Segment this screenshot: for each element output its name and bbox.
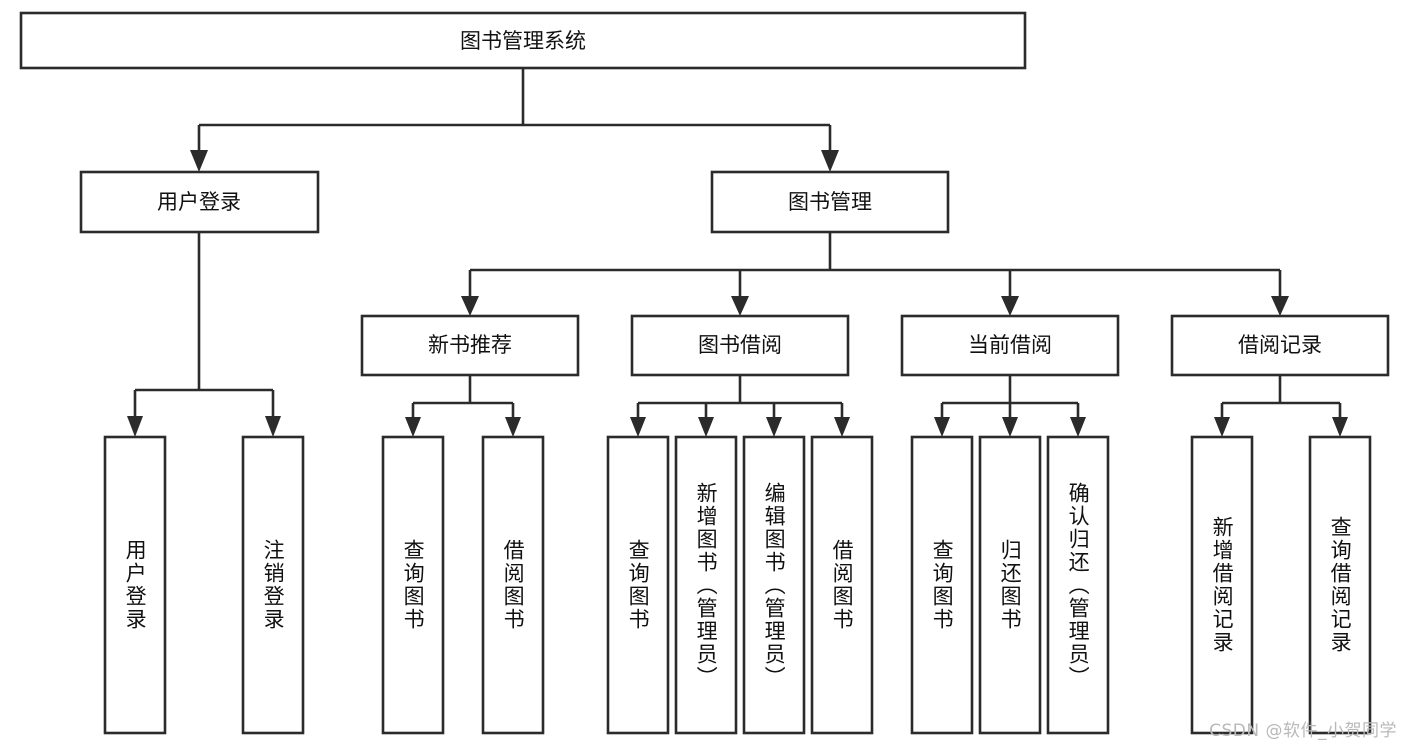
leaf-box-book-borrow-2[interactable] (674, 435, 738, 735)
node-new-book-recommend[interactable]: 新书推荐 (360, 314, 580, 377)
arrow-head-user-login (190, 150, 208, 172)
connector-group-new-book (405, 375, 521, 437)
node-book-management[interactable]: 图书管理 (710, 170, 950, 234)
node-current-borrow-box[interactable] (900, 314, 1120, 377)
arrow-head-book-borrow-leaf-4 (834, 417, 850, 437)
node-book-borrow-label: 图书借阅 (698, 333, 782, 357)
node-borrow-record-box[interactable] (1170, 314, 1390, 377)
arrow-head-book-borrow-leaf-1 (630, 417, 646, 437)
arrow-head-new-book-leaf-1 (405, 417, 421, 437)
arrow-head-user-login-leaf-2 (265, 416, 281, 437)
node-user-login-label: 用户登录 (157, 190, 241, 214)
arrow-head-borrow-record-leaf-1 (1214, 417, 1230, 437)
node-user-login-box[interactable] (79, 170, 320, 234)
arrow-head-borrow-record-leaf-2 (1332, 417, 1348, 437)
leaf-box-book-borrow-3[interactable] (742, 435, 806, 735)
node-borrow-record-label: 借阅记录 (1238, 333, 1322, 357)
arrow-head-current-borrow (1001, 296, 1019, 316)
arrow-head-new-book-leaf-2 (505, 417, 521, 437)
connector-group-user-login (127, 232, 281, 437)
csdn-watermark: CSDN @软件_小贺同学 (1209, 721, 1397, 741)
arrow-head-current-borrow-leaf-1 (934, 417, 950, 437)
leaf-box-borrow-record-2[interactable] (1308, 435, 1372, 735)
arrow-head-book-mgmt (821, 150, 839, 172)
node-user-login[interactable]: 用户登录 (79, 170, 320, 234)
leaf-boxes-book-borrow (606, 435, 874, 735)
node-book-management-label: 图书管理 (788, 190, 872, 214)
arrow-head-user-login-leaf-1 (127, 416, 143, 437)
leaf-box-current-borrow-2[interactable] (978, 435, 1042, 735)
connector-group-root (190, 68, 839, 172)
leaf-boxes-current-borrow (910, 435, 1110, 735)
leaf-box-borrow-record-1[interactable] (1190, 435, 1254, 735)
connector-group-borrow-record (1214, 375, 1348, 437)
arrow-head-book-borrow-leaf-2 (698, 417, 714, 437)
leaf-box-new-book-2[interactable] (481, 435, 545, 735)
leaf-box-current-borrow-1[interactable] (910, 435, 974, 735)
leaf-boxes-borrow-record (1190, 435, 1372, 735)
arrow-head-book-borrow (731, 296, 749, 316)
arrow-head-current-borrow-leaf-3 (1070, 417, 1086, 437)
leaf-boxes-new-book-recommend (381, 435, 545, 735)
leaf-box-user-login-2[interactable] (241, 435, 305, 735)
node-root-label: 图书管理系统 (460, 29, 586, 53)
node-new-book-recommend-box[interactable] (360, 314, 580, 377)
node-current-borrow[interactable]: 当前借阅 (900, 314, 1120, 377)
node-book-borrow[interactable]: 图书借阅 (630, 314, 850, 377)
leaf-box-user-login-1[interactable] (103, 435, 167, 735)
node-root[interactable]: 图书管理系统 (19, 11, 1027, 70)
arrow-head-book-borrow-leaf-3 (766, 417, 782, 437)
arrow-head-current-borrow-leaf-2 (1002, 417, 1018, 437)
connector-group-book-mgmt (461, 232, 1289, 316)
leaf-box-current-borrow-3[interactable] (1046, 435, 1110, 735)
leaf-boxes-user-login (103, 435, 305, 735)
node-new-book-recommend-label: 新书推荐 (428, 333, 512, 357)
leaf-box-book-borrow-1[interactable] (606, 435, 670, 735)
connector-group-current-borrow (934, 375, 1086, 437)
node-borrow-record[interactable]: 借阅记录 (1170, 314, 1390, 377)
node-book-borrow-box[interactable] (630, 314, 850, 377)
node-book-management-box[interactable] (710, 170, 950, 234)
node-root-box[interactable] (19, 11, 1027, 70)
arrow-head-new-book (461, 296, 479, 316)
leaf-box-book-borrow-4[interactable] (810, 435, 874, 735)
node-current-borrow-label: 当前借阅 (968, 333, 1052, 357)
connector-group-book-borrow (630, 375, 850, 437)
arrow-head-borrow-record (1271, 296, 1289, 316)
leaf-box-new-book-1[interactable] (381, 435, 445, 735)
